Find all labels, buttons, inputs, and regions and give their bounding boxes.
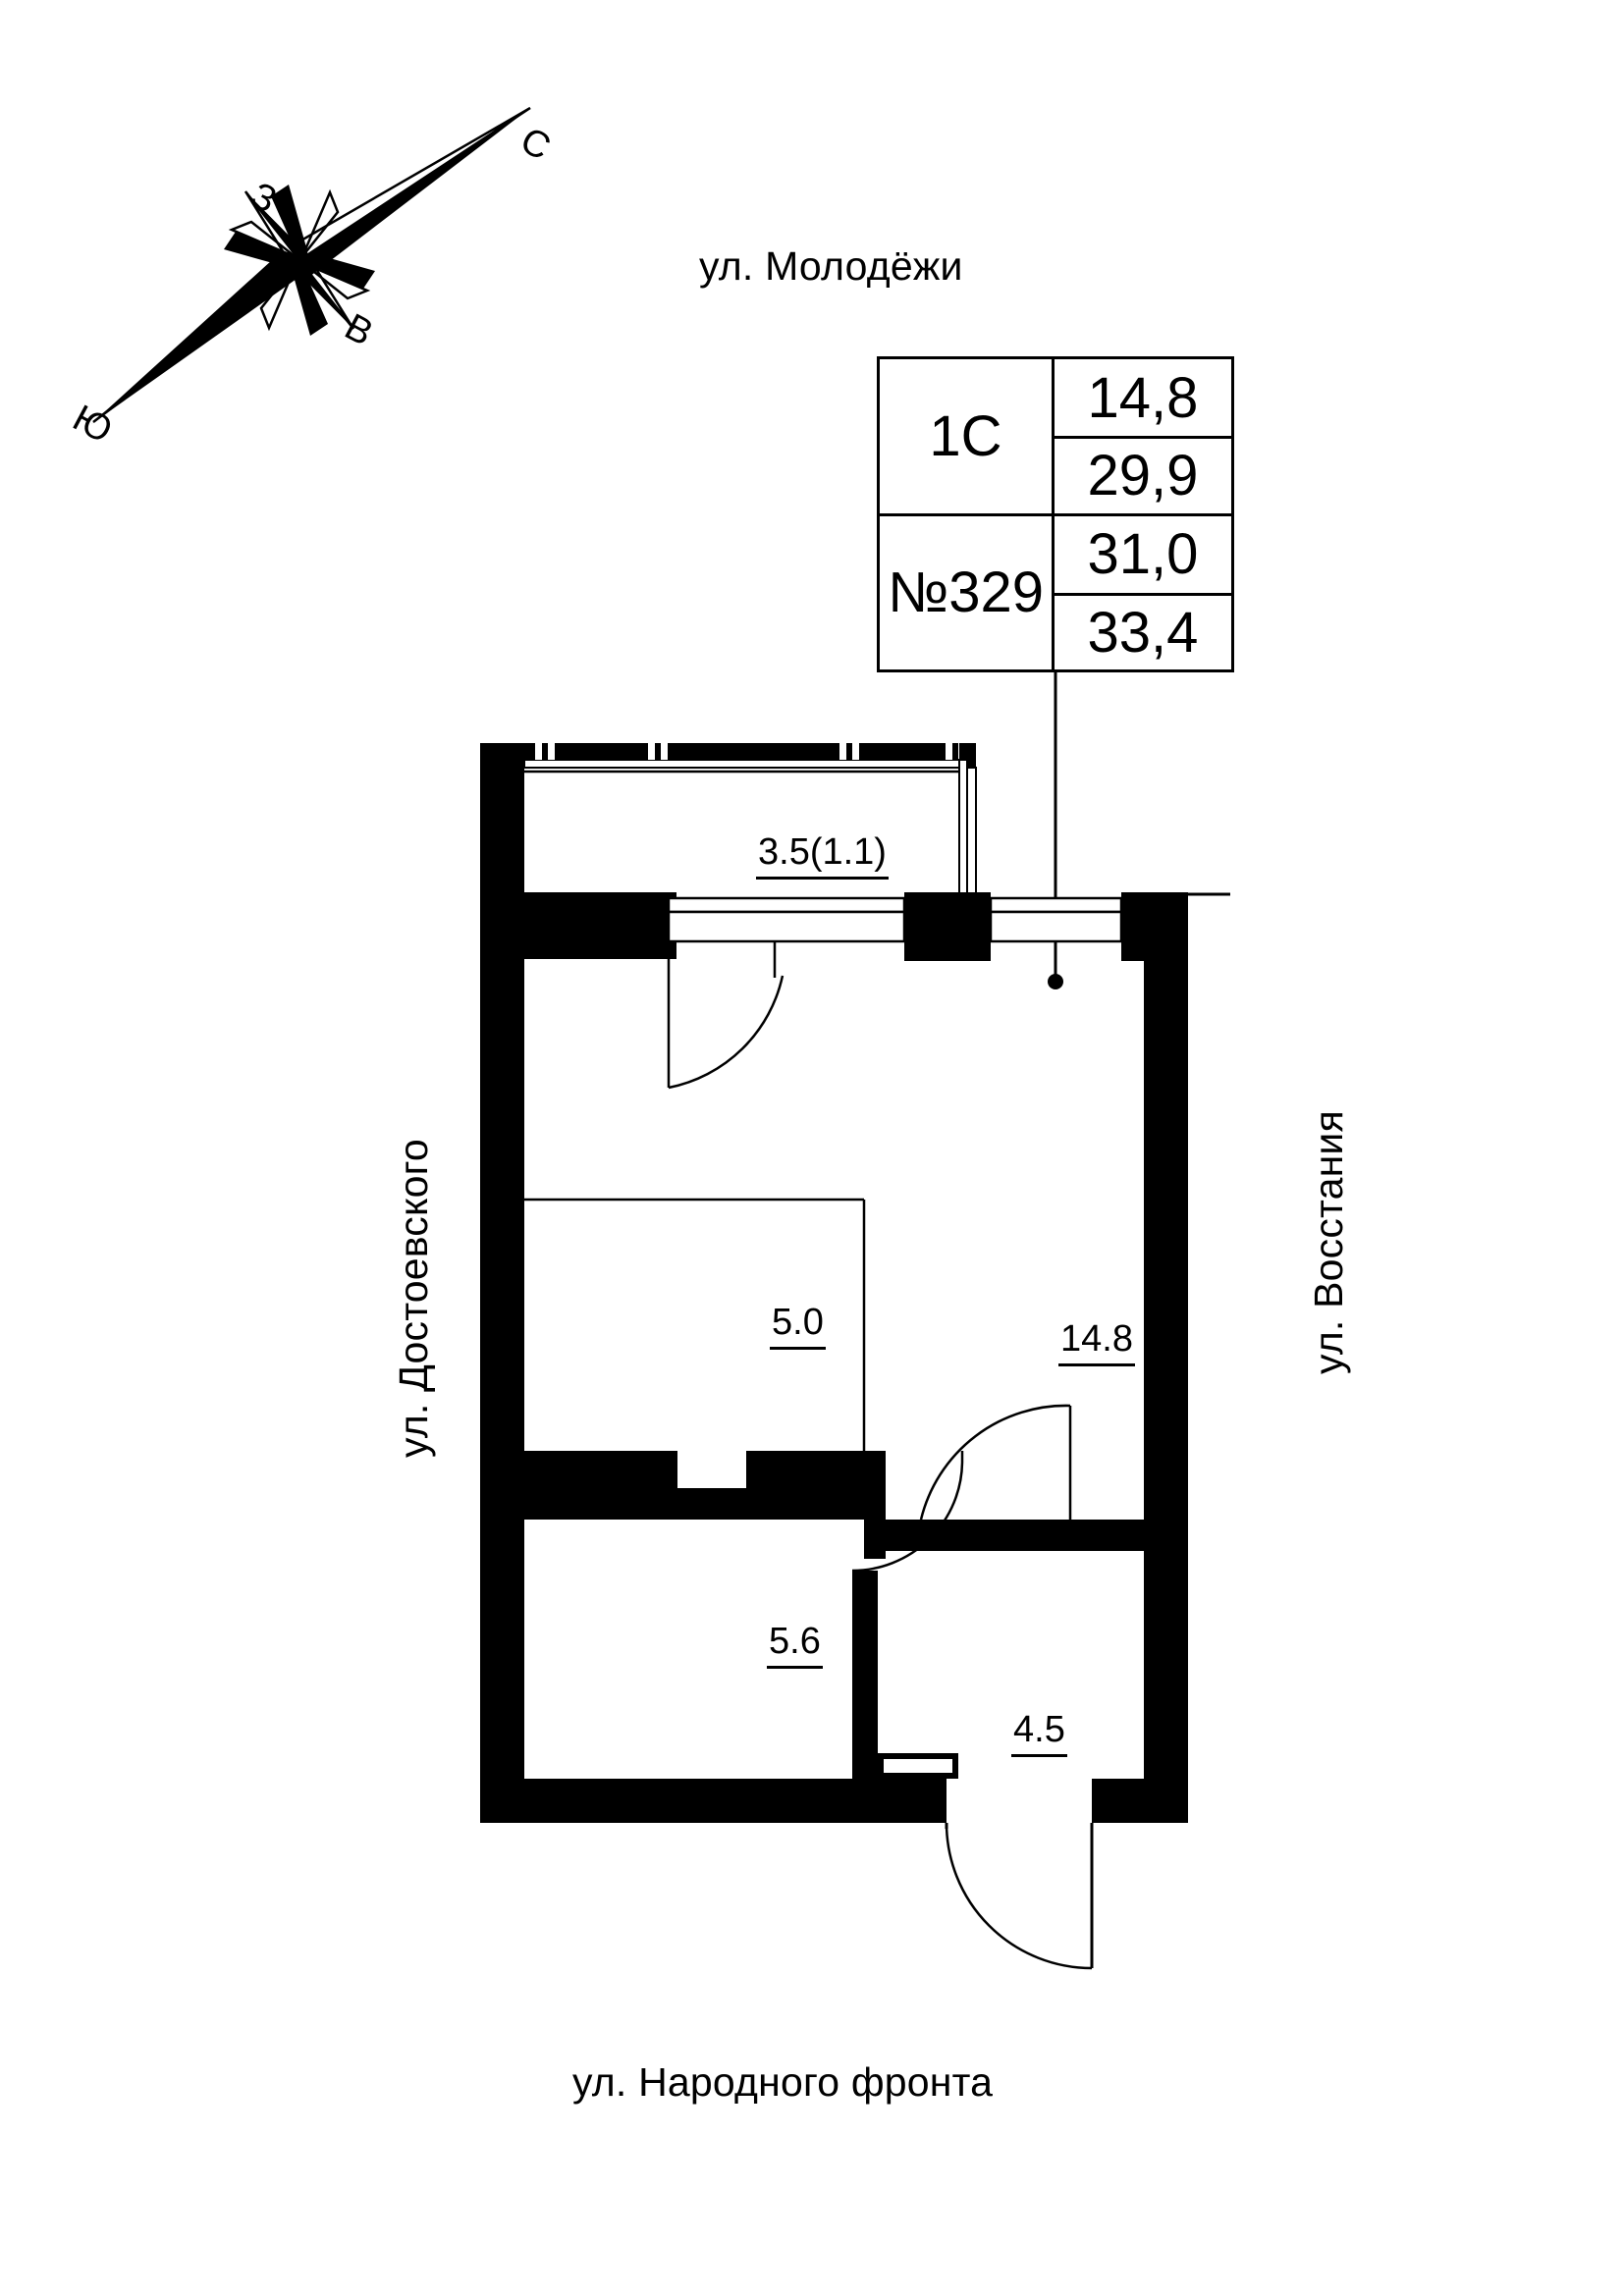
info-row-type: 1С 14,8 29,9 [880, 359, 1231, 513]
street-label-bottom: ул. Народного фронта [572, 2059, 994, 2105]
room-area-hallway: 4.5 [1011, 1709, 1067, 1757]
area-living: 14,8 [1087, 365, 1199, 430]
upper-wall-band [480, 892, 1230, 961]
room-area-bathroom: 5.6 [767, 1621, 823, 1669]
apartment-number-label: №329 [880, 515, 1055, 669]
street-label-top: ул. Молодёжи [699, 243, 963, 289]
compass-needles [91, 106, 531, 424]
kitchen-niche-partition [503, 1198, 866, 1451]
bathroom-right-wall [852, 1571, 958, 1782]
bathroom-door-swing [851, 1451, 964, 1573]
apartment-info-table: 1С 14,8 29,9 №329 31,0 33,4 [877, 356, 1234, 672]
area-total: 31,0 [1087, 522, 1199, 587]
area-useful: 29,9 [1055, 436, 1231, 512]
entrance-door [945, 1822, 1094, 1970]
balcony-door-swing [667, 941, 784, 1090]
room-area-kitchen-niche: 5.0 [770, 1302, 826, 1350]
hallway-top-wall [864, 1520, 1144, 1551]
info-areas-upper: 14,8 29,9 [1055, 359, 1231, 513]
apartment-type-label: 1С [880, 359, 1055, 513]
area-with-balcony: 33,4 [1055, 592, 1231, 669]
room-area-balcony: 3.5(1.1) [756, 831, 889, 880]
bathroom-top-wall [480, 1451, 886, 1559]
info-areas-lower: 31,0 33,4 [1055, 516, 1231, 670]
info-row-number: №329 31,0 33,4 [880, 512, 1231, 670]
outer-walls [480, 939, 1188, 1823]
room-area-living-room: 14.8 [1058, 1318, 1135, 1366]
room-door-swing-14-8 [919, 1404, 1072, 1521]
